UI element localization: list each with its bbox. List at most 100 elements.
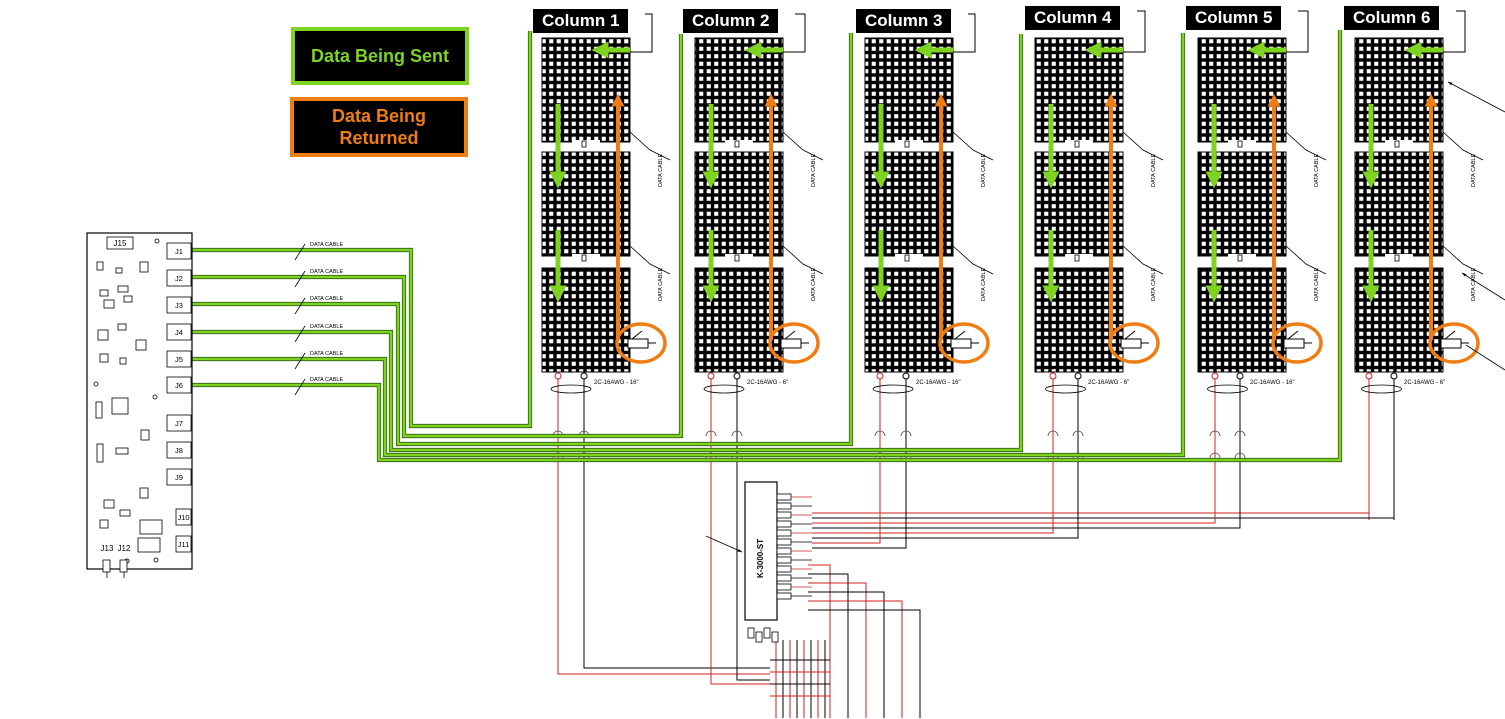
power-run — [812, 500, 881, 544]
board-component — [117, 285, 129, 293]
panel-link-cable — [629, 131, 671, 161]
port-box — [175, 508, 192, 526]
column-power-label: 2C-16AWG - 16" — [1250, 380, 1295, 386]
panel-link-connector — [904, 254, 910, 262]
board-component — [99, 289, 109, 297]
panel-data-cable-label: DATA CABLE — [981, 268, 987, 301]
port-box — [166, 269, 192, 287]
return-connector-icon — [950, 338, 972, 349]
return-connector-lead — [1124, 330, 1136, 340]
board-component — [139, 261, 149, 273]
cable-slash-mark — [294, 378, 306, 396]
wire-twist-loop — [872, 384, 914, 394]
cable-label: DATA CABLE — [310, 377, 343, 383]
wire-hop — [1072, 430, 1084, 437]
power-output-run — [808, 573, 849, 718]
supply-terminal — [776, 583, 792, 591]
port-box — [166, 414, 192, 432]
column-power-label: 2C-16AWG - 6" — [1404, 380, 1445, 386]
panel-data-cable-label: DATA CABLE — [981, 154, 987, 187]
return-highlight-circle — [1271, 322, 1323, 364]
column-3: DATA CABLE DATA CABLE 2C-16AWG - 16" — [864, 13, 994, 386]
cable-slash-mark — [294, 325, 306, 343]
port-box — [166, 242, 192, 260]
cable-slash-mark — [294, 297, 306, 315]
port-box — [166, 376, 192, 394]
port-box — [166, 350, 192, 368]
column-power-label: 2C-16AWG - 6" — [747, 380, 788, 386]
mount-hole — [93, 381, 99, 387]
board-component — [123, 295, 133, 303]
panel-data-cable-label: DATA CABLE — [1151, 154, 1157, 187]
mount-hole — [153, 557, 159, 563]
panel-link-cable — [782, 245, 824, 275]
bottom-jack — [102, 559, 111, 573]
board-component — [96, 261, 104, 271]
power-supply: K-3000-ST — [705, 481, 812, 643]
panel-link-cable — [1442, 131, 1484, 161]
panel-link-connector — [734, 254, 740, 262]
power-output-run — [808, 591, 885, 718]
cable-label: DATA CABLE — [310, 296, 343, 302]
panel-link-connector — [1394, 140, 1400, 148]
power-terminal — [554, 372, 562, 380]
wire-hop — [1234, 430, 1246, 437]
panel-link-connector — [1074, 254, 1080, 262]
panel-link-cable — [1442, 245, 1484, 275]
column-1-flow — [549, 41, 630, 340]
led-panel-columns: DATA CABLE DATA CABLE 2C-16AWG - 16" DATA C… — [541, 10, 1505, 386]
cable-label: DATA CABLE — [310, 324, 343, 330]
supply-terminal — [776, 574, 792, 582]
board-component — [119, 357, 127, 365]
bottom-jack-label: J13 — [101, 544, 114, 553]
bottom-jack — [119, 559, 128, 573]
board-component — [140, 429, 150, 441]
wire-hop — [1234, 452, 1246, 459]
power-terminal — [1074, 372, 1082, 380]
power-output-run — [808, 600, 903, 718]
return-highlight-circle — [615, 322, 667, 364]
port-label-J2: J2 — [175, 274, 183, 283]
return-highlight-circle — [1428, 322, 1480, 364]
panel-data-cable-label: DATA CABLE — [658, 268, 664, 301]
port-label-J5: J5 — [175, 355, 183, 364]
power-run — [812, 500, 1054, 534]
port-box — [166, 323, 192, 341]
panel-link-connector — [581, 140, 587, 148]
panel-link-cable — [952, 245, 994, 275]
return-connector-icon — [1283, 338, 1305, 349]
power-terminal — [1049, 372, 1057, 380]
power-terminal — [733, 372, 741, 380]
power-run-col1 — [583, 520, 770, 669]
legend-returned-line1: Data Being — [331, 106, 427, 126]
controller-header-box — [106, 236, 134, 250]
power-run — [812, 500, 1395, 519]
return-connector-lead — [1287, 330, 1299, 340]
column-power-label: 2C-16AWG - 16" — [916, 380, 961, 386]
return-highlight-circle — [1108, 322, 1160, 364]
power-supply-label: K-3000-ST — [756, 539, 765, 578]
return-connector-icon — [627, 338, 649, 349]
wire-hop — [900, 430, 912, 437]
power-terminal — [1236, 372, 1244, 380]
port-label-J1: J1 — [175, 247, 183, 256]
legend-data-returned-text: Data Being Returned — [332, 105, 426, 149]
panel-link-connector — [1237, 140, 1243, 148]
return-highlight-circle — [768, 322, 820, 364]
panel-link-connector — [1237, 254, 1243, 262]
supply-terminal — [776, 538, 792, 546]
port-label-J3: J3 — [175, 301, 183, 310]
supply-input-terminal — [755, 631, 763, 643]
power-terminal — [902, 372, 910, 380]
panel-link-cable — [952, 131, 994, 161]
port-box — [166, 441, 192, 459]
return-connector-lead — [1444, 330, 1456, 340]
power-wiring — [550, 372, 1402, 718]
supply-callout-arrow — [705, 535, 743, 553]
column-input-bracket — [1286, 10, 1309, 53]
power-run-col1 — [557, 520, 770, 675]
